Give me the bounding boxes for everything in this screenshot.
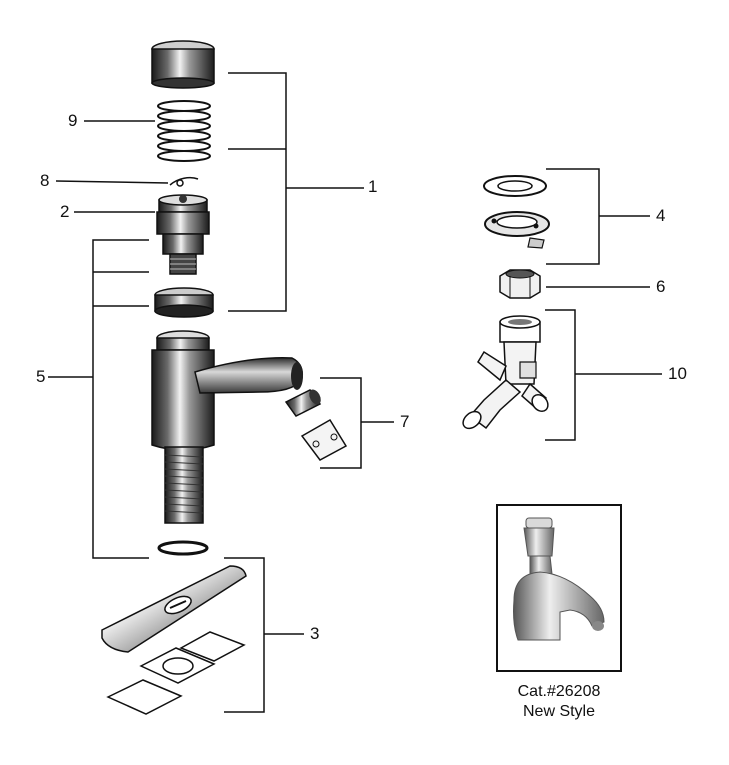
faucet-body [151,330,304,524]
callout-2: 2 [60,202,70,221]
callout-9: 9 [68,111,78,130]
aerator [284,389,322,417]
leader-lines [48,72,662,713]
inset-catalog-number: Cat.#26208 [517,683,601,700]
mounting-bracket [484,211,550,249]
callout-7: 7 [400,412,410,431]
callout-5: 5 [36,367,46,386]
product-photo-inset [496,504,622,672]
base-gasket [157,540,209,556]
flange-ring [483,175,547,197]
callout-8: 8 [40,171,50,190]
bonnet-ring [154,287,214,318]
aerator-key [300,418,348,461]
cartridge [156,194,210,275]
tee-fitting [462,315,549,430]
callout-4: 4 [656,206,666,225]
hex-nut [499,269,541,299]
retaining-clip [169,176,199,187]
callout-3: 3 [310,624,320,643]
callout-1: 1 [368,177,378,196]
callout-10: 10 [668,364,687,383]
spring [157,100,211,162]
plate-gaskets [106,631,246,715]
deck-plate [101,565,247,653]
inset-style-label: New Style [522,703,596,720]
cap-button [151,40,215,89]
callout-6: 6 [656,277,666,296]
